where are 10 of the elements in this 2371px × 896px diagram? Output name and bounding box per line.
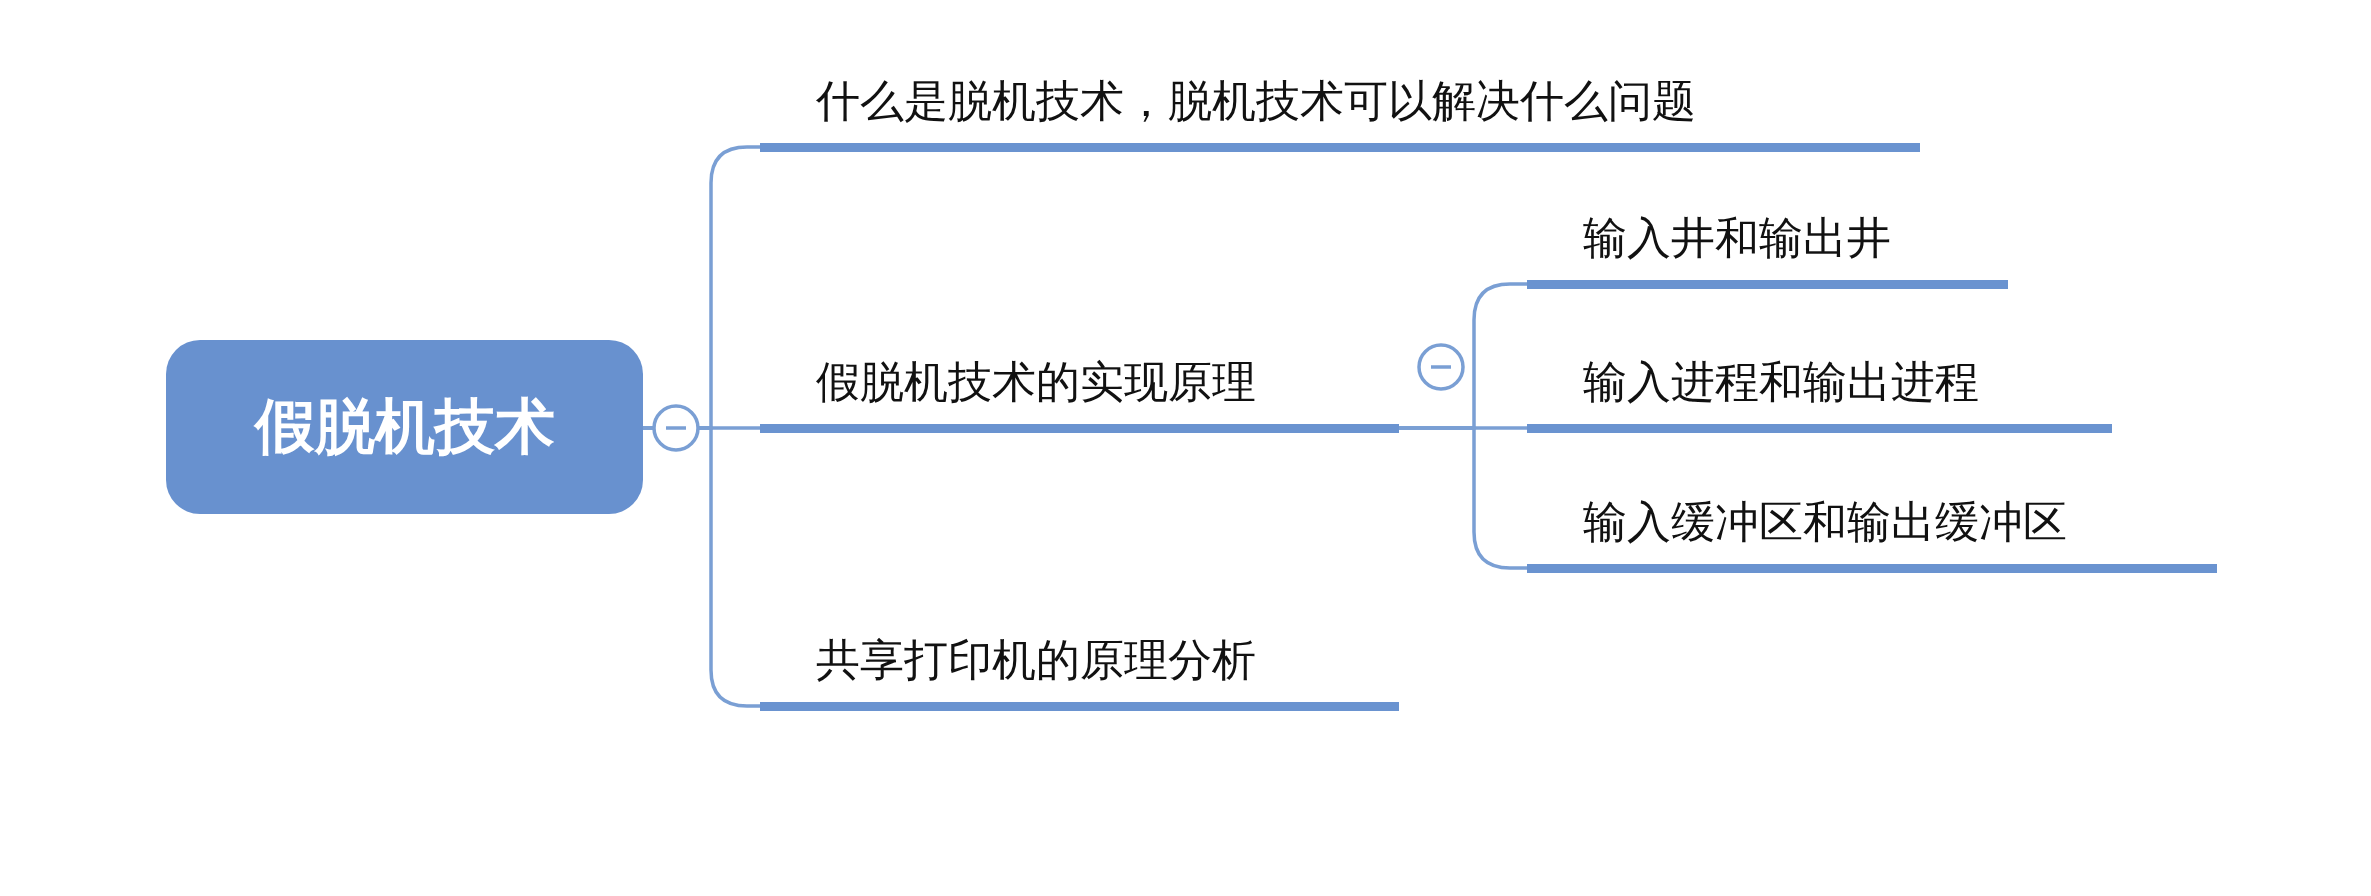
branch-connector <box>1399 426 1527 570</box>
topic-text: 共享打印机的原理分析 <box>816 633 1256 687</box>
root-topic-box <box>166 340 643 514</box>
topic-text: 输入缓冲区和输出缓冲区 <box>1583 495 2067 549</box>
topic-text: 假脱机技术的实现原理 <box>816 355 1256 409</box>
topic-text: 输入进程和输出进程 <box>1583 355 1979 409</box>
topic-text: 什么是脱机技术，脱机技术可以解决什么问题 <box>816 74 1696 128</box>
topic-text: 假脱机技术 <box>254 389 555 463</box>
branch-connector <box>643 426 760 708</box>
topic-text: 输入井和输出井 <box>1583 211 1891 265</box>
